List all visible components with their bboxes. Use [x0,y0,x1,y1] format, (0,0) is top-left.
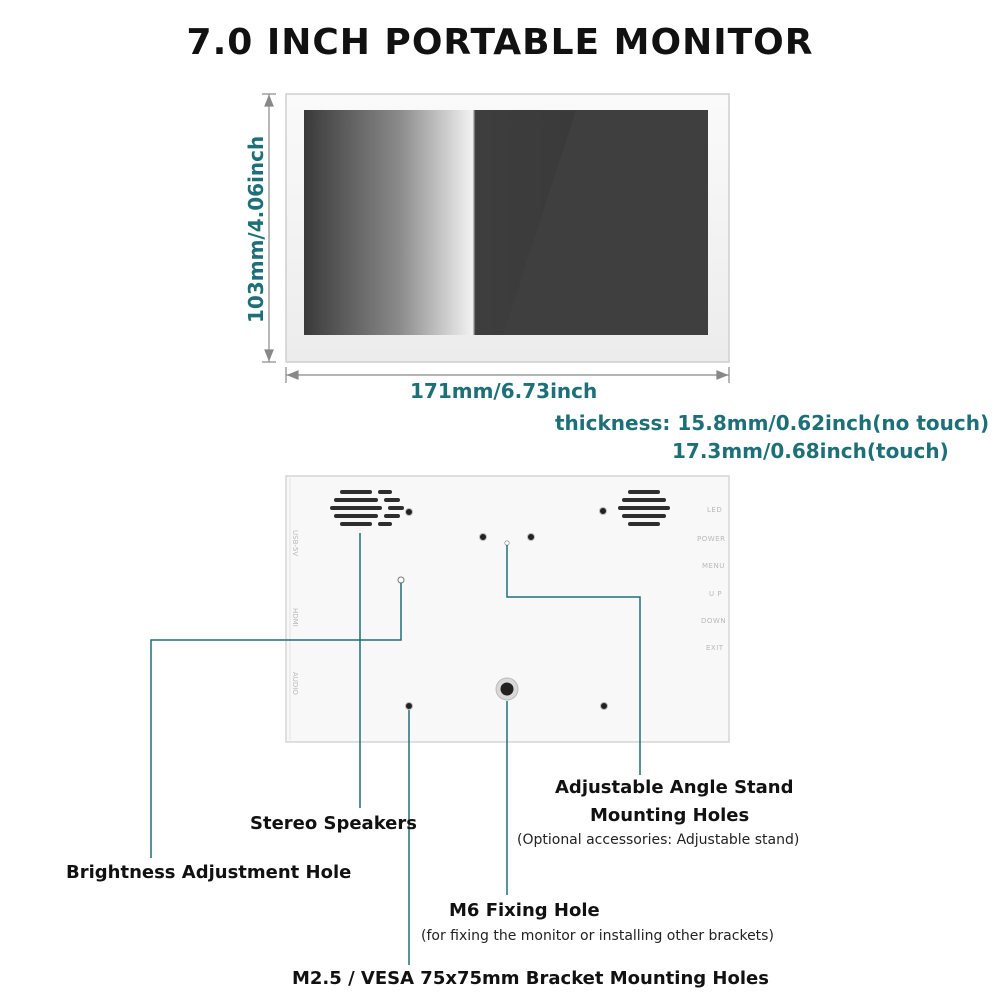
width-dimension-arrow [285,367,730,383]
button-label-down: DOWN [701,617,727,625]
width-dimension-label: 171mm/6.73inch [410,379,598,403]
right-speaker-grille [618,490,670,526]
callout-stereo-speakers: Stereo Speakers [250,813,417,834]
port-label-hdmi: HDMI [291,608,299,627]
brightness-adjustment-hole [397,576,405,584]
leader-lines [150,533,641,965]
callout-angle-stand-line1: Adjustable Angle Stand [555,777,794,798]
button-label-up: U P [709,590,723,598]
callout-angle-stand-note: (Optional accessories: Adjustable stand) [517,832,800,848]
button-label-power: POWER [697,535,726,543]
screen [304,110,708,335]
height-dimension-arrow [262,93,276,363]
port-label-usb: USB-5V [291,530,299,557]
m6-fixing-hole [495,677,519,701]
height-dimension-label: 103mm/4.06inch [244,135,268,323]
thickness-line-2: 17.3mm/0.68inch(touch) [672,439,949,463]
thickness-line-1: thickness: 15.8mm/0.62inch(no touch) [555,411,990,435]
page-title: 7.0 INCH PORTABLE MONITOR [186,22,814,63]
angle-stand-hole [504,540,510,546]
callout-angle-stand-line2: Mounting Holes [590,805,750,826]
callout-vesa-holes: M2.5 / VESA 75x75mm Bracket Mounting Hol… [292,968,769,989]
callout-m6-hole: M6 Fixing Hole [449,900,600,921]
button-label-exit: EXIT [706,644,724,652]
button-label-menu: MENU [702,562,725,570]
mounting-holes [405,507,608,710]
callout-brightness-hole: Brightness Adjustment Hole [66,862,352,883]
port-label-audio: AUDIO [291,672,299,695]
left-speaker-grille [330,490,404,526]
callout-m6-note: (for fixing the monitor or installing ot… [421,928,774,944]
button-label-led: LED [707,506,723,514]
